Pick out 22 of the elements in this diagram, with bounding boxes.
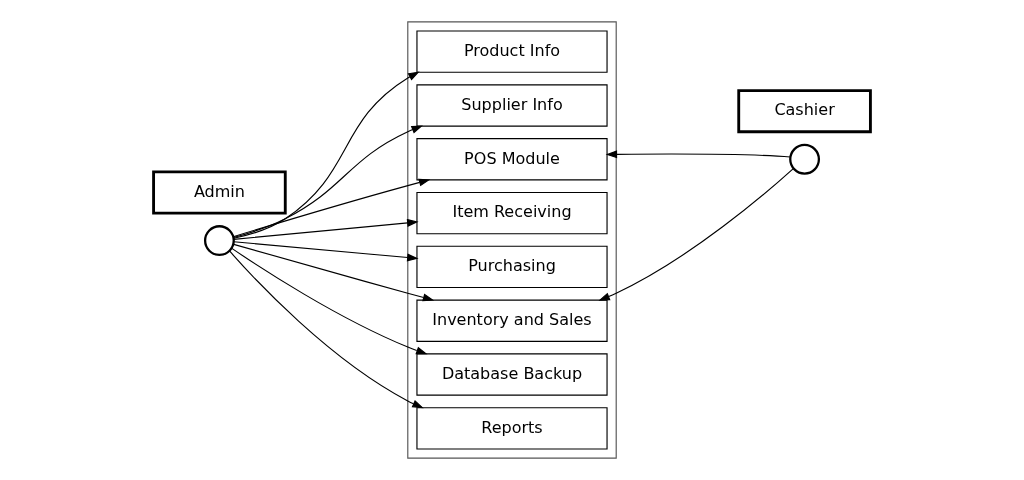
node-box: Admin	[152, 170, 287, 215]
node-box: Item Receiving	[416, 191, 608, 235]
node-box: Inventory and Sales	[416, 299, 608, 342]
node-box: Product Info	[416, 30, 608, 73]
arrow	[605, 150, 791, 159]
node-person	[789, 143, 821, 175]
arrow	[232, 125, 423, 239]
arrow	[598, 168, 794, 301]
node-person	[203, 225, 235, 257]
arrow	[231, 247, 428, 355]
arrow	[233, 243, 435, 302]
node-box: Reports	[416, 407, 608, 450]
node-box: Cashier	[737, 89, 872, 134]
node-box: Purchasing	[416, 245, 608, 289]
arrow	[233, 218, 419, 240]
arrow	[233, 71, 420, 239]
arrow	[233, 241, 419, 262]
node-box: Supplier Info	[416, 84, 608, 127]
node-box: POS Module	[416, 138, 608, 181]
arrow	[232, 178, 431, 238]
arrow	[228, 250, 424, 409]
node-box: Database Backup	[416, 353, 608, 396]
